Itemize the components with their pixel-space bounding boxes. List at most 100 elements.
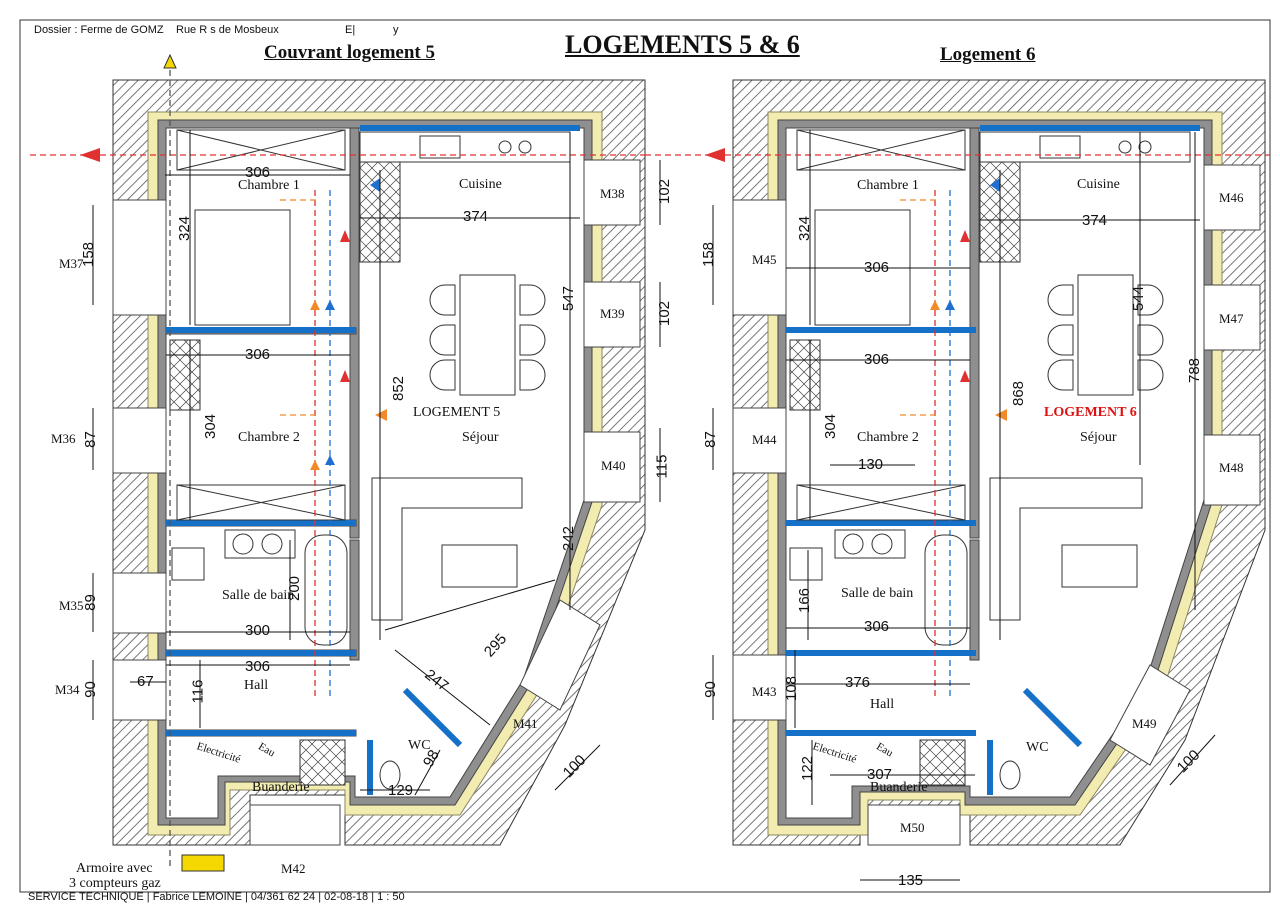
label-m40: M40	[601, 458, 626, 473]
window-m34	[112, 659, 167, 721]
dim-129: 129	[388, 782, 414, 799]
dim-306: 306	[245, 164, 271, 181]
label-m43: M43	[752, 684, 777, 699]
left-room-sejour: Séjour	[462, 430, 499, 445]
window-m42	[249, 804, 341, 846]
dim-102: 102	[656, 178, 674, 205]
dim-90: 90	[701, 681, 719, 698]
dim-307: 307	[867, 766, 893, 783]
right-room-chambre1: Chambre 1	[857, 178, 919, 193]
dim-158: 158	[80, 241, 98, 268]
label-m49: M49	[1132, 716, 1157, 731]
main-title: LOGEMENTS 5 & 6	[565, 30, 800, 59]
dim-374: 374	[1082, 212, 1108, 229]
left-room-buanderie: Buanderie	[252, 780, 310, 795]
right-room-buanderie: Buanderie	[870, 780, 928, 795]
label-m44: M44	[752, 432, 777, 447]
right-room-salle-de-bain: Salle de bain	[841, 586, 914, 601]
right-room-wc: WC	[1026, 740, 1049, 755]
header-e: E|	[345, 24, 356, 36]
window-m38	[583, 159, 641, 226]
left-room-chambre1: Chambre 1	[238, 178, 300, 193]
left-plan	[30, 53, 661, 872]
dim-544: 544	[1130, 285, 1148, 312]
dim-306: 306	[864, 618, 890, 635]
dim-87: 87	[701, 431, 719, 448]
label-m36: M36	[51, 431, 76, 446]
right-room-logement: LOGEMENT 6	[1044, 405, 1137, 420]
armoire-label-2: 3 compteurs gaz	[69, 876, 161, 891]
header-y: y	[393, 24, 399, 36]
right-title: Logement 6	[940, 44, 1036, 65]
window-m39	[583, 281, 641, 348]
dim-306: 306	[245, 658, 271, 675]
label-m42: M42	[281, 861, 306, 876]
right-room-hall: Hall	[870, 697, 895, 712]
dim-135: 135	[898, 872, 924, 889]
label-m47: M47	[1219, 311, 1244, 326]
dim-324: 324	[176, 215, 194, 242]
dim-547: 547	[560, 285, 578, 312]
dim-116: 116	[189, 679, 207, 704]
dim-376: 376	[845, 674, 871, 691]
label-m35: M35	[59, 598, 84, 613]
dim-852: 852	[390, 375, 408, 402]
page-frame	[19, 19, 1271, 893]
dim-158: 158	[700, 241, 718, 268]
left-room-hall: Hall	[244, 678, 269, 693]
dim-304: 304	[202, 413, 220, 440]
dossier-label: Dossier : Ferme de GOMZ	[34, 24, 164, 36]
left-room-wc: WC	[408, 738, 431, 753]
label-m45: M45	[752, 252, 777, 267]
dim-242: 242	[560, 525, 578, 552]
left-room-cuisine: Cuisine	[459, 177, 502, 192]
dim-306: 306	[864, 259, 890, 276]
street-label: Rue R s de Mosbeux	[176, 24, 279, 36]
window-m50	[867, 804, 961, 846]
window-m44	[732, 407, 787, 474]
label-m46: M46	[1219, 190, 1244, 205]
label-m34: M34	[55, 682, 80, 697]
dim-108: 108	[783, 675, 801, 702]
label-m41: M41	[513, 716, 538, 731]
window-m47	[1203, 284, 1261, 351]
right-room-chambre2: Chambre 2	[857, 430, 919, 445]
window-m43	[732, 654, 787, 721]
window-m49	[1109, 664, 1191, 766]
dim-115: 115	[653, 454, 671, 479]
left-room-logement: LOGEMENT 5	[413, 405, 501, 420]
window-m36	[112, 407, 167, 474]
dim-67: 67	[137, 673, 154, 690]
window-m41	[519, 599, 601, 711]
dim-122: 122	[799, 755, 817, 782]
right-room-cuisine: Cuisine	[1077, 177, 1120, 192]
dim-304: 304	[822, 413, 840, 440]
label-m48: M48	[1219, 460, 1244, 475]
dim-90: 90	[81, 681, 99, 698]
window-m40	[583, 431, 641, 503]
dim-306: 306	[245, 346, 271, 363]
armoire-label-1: Armoire avec	[76, 861, 153, 876]
dim-374: 374	[463, 208, 489, 225]
window-m35	[112, 572, 167, 634]
dim-306: 306	[864, 351, 890, 368]
label-m38: M38	[600, 186, 625, 201]
left-room-chambre2: Chambre 2	[238, 430, 300, 445]
window-m46	[1203, 164, 1261, 231]
dim-89: 89	[81, 594, 99, 611]
dim-130: 130	[858, 456, 884, 473]
window-m45	[732, 199, 787, 316]
dim-300: 300	[245, 622, 271, 639]
dim-324: 324	[796, 215, 814, 242]
left-title: Couvrant logement 5	[264, 42, 435, 63]
label-m37: M37	[59, 256, 84, 271]
dim-87: 87	[81, 431, 99, 448]
right-plan	[645, 79, 1270, 881]
window-m37	[112, 199, 167, 316]
footer-credits: SERVICE TECHNIQUE | Fabrice LEMOINE | 04…	[28, 891, 405, 903]
label-m39: M39	[600, 306, 625, 321]
dim-200: 200	[286, 575, 304, 602]
left-room-salle-de-bain: Salle de bain	[222, 588, 295, 603]
dim-868: 868	[1010, 380, 1028, 407]
